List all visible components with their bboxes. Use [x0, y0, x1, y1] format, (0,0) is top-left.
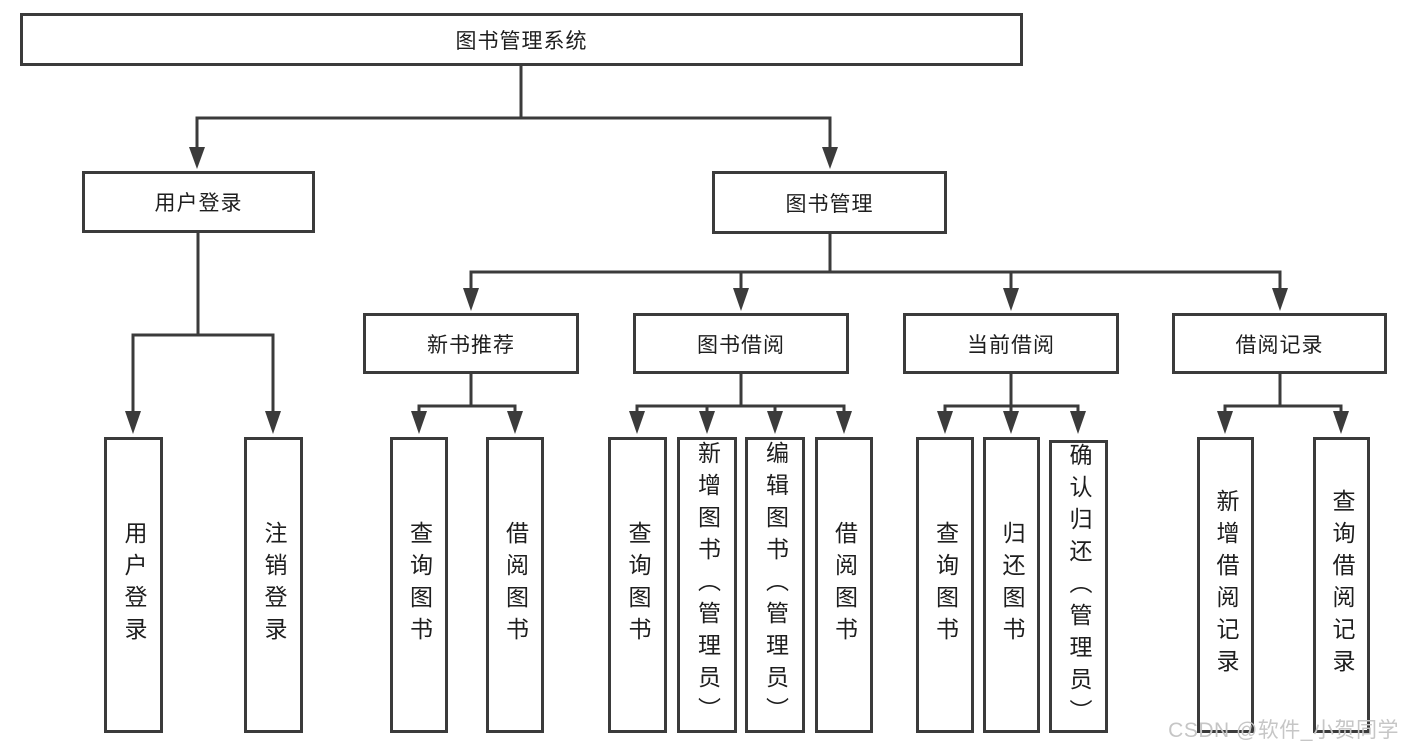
- leaf-cb-query-book: 查询图书: [916, 437, 974, 733]
- node-borrow-records: 借阅记录: [1172, 313, 1387, 374]
- leaf-cb-confirm-return-admin: 确认归还（管理员）: [1049, 440, 1108, 733]
- leaf-bb-add-book-admin: 新增图书（管理员）: [677, 437, 737, 733]
- leaf-nb-query-book: 查询图书: [390, 437, 448, 733]
- node-library-system: 图书管理系统: [20, 13, 1023, 66]
- node-user-login: 用户登录: [82, 171, 315, 233]
- leaf-logout: 注销登录: [244, 437, 303, 733]
- leaf-bb-borrow-book: 借阅图书: [815, 437, 873, 733]
- node-book-management: 图书管理: [712, 171, 947, 234]
- leaf-br-query-record: 查询借阅记录: [1313, 437, 1370, 733]
- node-book-borrow: 图书借阅: [633, 313, 849, 374]
- leaf-br-add-record: 新增借阅记录: [1197, 437, 1254, 733]
- csdn-watermark: CSDN @软件_小贺同学: [1168, 719, 1399, 742]
- leaf-cb-return-book: 归还图书: [983, 437, 1040, 733]
- leaf-nb-borrow-book: 借阅图书: [486, 437, 544, 733]
- node-current-borrow: 当前借阅: [903, 313, 1119, 374]
- leaf-bb-query-book: 查询图书: [608, 437, 667, 733]
- leaf-user-login: 用户登录: [104, 437, 163, 733]
- leaf-bb-edit-book-admin: 编辑图书（管理员）: [745, 437, 805, 733]
- node-new-book-recommend: 新书推荐: [363, 313, 579, 374]
